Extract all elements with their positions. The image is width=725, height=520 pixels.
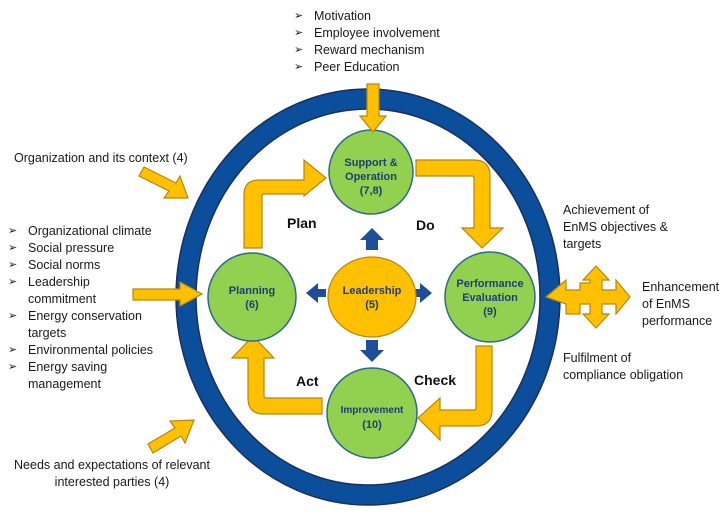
performance-label-1: Performance [456, 278, 523, 290]
list-item-label: Motivation [314, 9, 371, 23]
output-enhancement: Enhancement of EnMS performance [642, 279, 724, 330]
bullet-arrow-icon: ➢ [294, 61, 304, 73]
bullet-arrow-icon: ➢ [294, 44, 304, 56]
list-item: ➢ Employee involvement [292, 25, 440, 42]
list-item-label: Environmental policies [28, 343, 154, 357]
node-performance-evaluation [444, 251, 536, 343]
list-item: ➢ Energy saving management [6, 359, 148, 393]
support-label-2: Operation [345, 171, 397, 183]
small-arrow-right [412, 283, 432, 303]
enhancement-line-1: Enhancement [642, 280, 720, 294]
enhancement-line-2: of EnMS [642, 297, 690, 311]
arrow-left-input [132, 280, 204, 308]
arrow-top-input [358, 83, 388, 133]
list-item: ➢ Motivation [292, 8, 440, 25]
arrow-act [230, 335, 323, 415]
phase-act: Act [296, 373, 319, 389]
list-item: ➢ Organizational climate [6, 223, 178, 240]
enhancement-line-3: performance [642, 314, 713, 328]
bullet-arrow-icon: ➢ [8, 344, 18, 356]
left-input-list: ➢ Organizational climate ➢ Social pressure… [6, 223, 178, 393]
list-item-label: Employee involvement [314, 26, 440, 40]
parties-label-line-1: Needs and expectations of relevant [14, 458, 210, 472]
performance-label-2: Evaluation [462, 292, 518, 304]
arrow-context-input [138, 166, 189, 199]
node-planning [207, 252, 297, 342]
phase-plan: Plan [287, 215, 317, 231]
output-achievement: Achievement of EnMS objectives & targets [563, 202, 683, 253]
list-item-label: Leadership commitment [28, 275, 97, 306]
small-arrow-up [360, 228, 384, 250]
list-item-label: Social norms [28, 258, 101, 272]
list-item-label: Organizational climate [28, 224, 152, 238]
bullet-arrow-icon: ➢ [8, 361, 18, 373]
list-item-label: Peer Education [314, 60, 400, 74]
parties-label: Needs and expectations of relevant inter… [6, 457, 218, 491]
list-item: ➢ Reward mechanism [292, 42, 440, 59]
planning-label-2: (6) [245, 299, 259, 311]
arrow-do [415, 159, 505, 249]
phase-do: Do [416, 217, 435, 233]
bullet-arrow-icon: ➢ [294, 27, 304, 39]
top-input-list: ➢ Motivation ➢ Employee involvement ➢ Rewar… [292, 8, 440, 76]
support-label-3: (7,8) [360, 185, 383, 197]
bullet-arrow-icon: ➢ [8, 276, 18, 288]
bullet-arrow-icon: ➢ [8, 259, 18, 271]
leadership-label-2: (5) [365, 299, 379, 311]
bullet-arrow-icon: ➢ [294, 10, 304, 22]
list-item-label: Energy saving management [28, 360, 108, 391]
parties-label-line-2: interested parties (4) [54, 475, 170, 489]
phase-check: Check [414, 372, 456, 388]
output-fulfilment: Fulfilment of compliance obligation [563, 350, 713, 384]
context-label: Organization and its context (4) [14, 151, 188, 165]
node-leadership [327, 256, 417, 338]
bullet-arrow-icon: ➢ [8, 310, 18, 322]
list-item: ➢ Social norms [6, 257, 178, 274]
achievement-line-3: targets [563, 237, 602, 251]
small-arrow-down [360, 340, 384, 362]
support-label-1: Support & [344, 157, 397, 169]
four-way-output-arrow [544, 265, 631, 329]
performance-label-3: (9) [483, 306, 497, 318]
list-item: ➢ Energy conservation targets [6, 308, 168, 342]
achievement-line-1: Achievement of [563, 203, 650, 217]
achievement-line-2: EnMS objectives & [563, 220, 668, 234]
bullet-arrow-icon: ➢ [8, 242, 18, 254]
fulfilment-line-2: compliance obligation [563, 368, 684, 382]
arrow-check [417, 345, 493, 442]
improvement-label-1: Improvement [341, 405, 404, 416]
list-item: ➢ Leadership commitment [6, 274, 123, 308]
fulfilment-line-1: Fulfilment of [563, 351, 632, 365]
small-arrow-left [306, 283, 326, 303]
list-item: ➢ Peer Education [292, 59, 440, 76]
list-item-label: Social pressure [28, 241, 115, 255]
bullet-arrow-icon: ➢ [8, 225, 18, 237]
list-item-label: Energy conservation targets [28, 309, 142, 340]
node-improvement [326, 367, 418, 459]
leadership-label-1: Leadership [343, 285, 402, 297]
planning-label-1: Planning [229, 285, 275, 297]
improvement-label-2: (10) [362, 419, 382, 431]
arrow-parties-input [147, 419, 195, 454]
list-item-label: Reward mechanism [314, 43, 425, 57]
list-item: ➢ Environmental policies [6, 342, 178, 359]
list-item: ➢ Social pressure [6, 240, 178, 257]
arrow-plan [243, 158, 327, 249]
